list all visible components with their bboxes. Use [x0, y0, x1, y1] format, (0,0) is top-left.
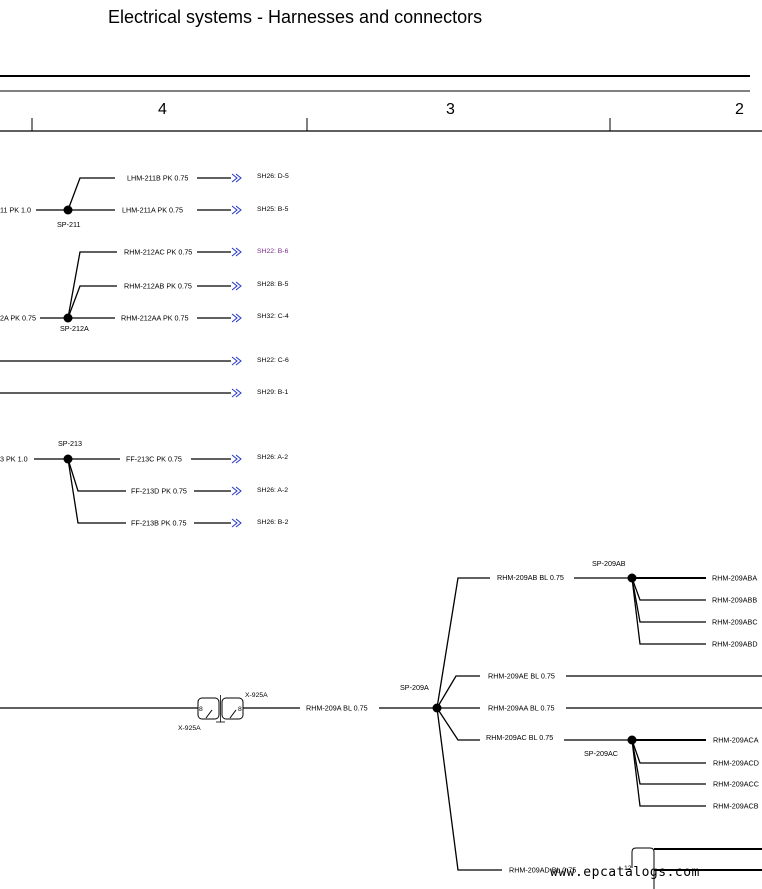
wire-label: RHM-212AC PK 0.75 [124, 248, 192, 257]
wire-label: RHM-209ACD [713, 759, 759, 768]
splice-group-sp-209ac: SP-209AC RHM-209ACA RHM-209ACD RHM-209AC… [584, 735, 759, 811]
splice-group-sp-209ab: SP-209AB RHM-209ABA RHM-209ABB RHM-209AB… [592, 559, 758, 649]
page-title: Electrical systems - Harnesses and conne… [108, 7, 482, 27]
wire-label: FF-213D PK 0.75 [131, 487, 187, 496]
sheet-reference[interactable]: SH26: D-5 [257, 173, 289, 180]
wire-label: FF-213C PK 0.75 [126, 455, 182, 464]
sheet-reference[interactable]: SH22: B-6 [257, 248, 289, 255]
sheet-reference[interactable]: SH26: A-2 [257, 487, 288, 494]
connector-x-925a: 8 8 X-925A X-925A [0, 692, 300, 732]
off-sheet-arrow-icon [231, 486, 242, 496]
wire-label: 11 PK 1.0 [0, 206, 31, 215]
sheet-reference[interactable]: SH26: B-2 [257, 519, 289, 526]
connector-pin-number: 8 [199, 706, 203, 713]
splice-label: SP-209A [400, 683, 429, 692]
sheet-reference[interactable]: SH25: B-5 [257, 206, 289, 213]
splice-group-sp-211: 11 PK 1.0 LHM-211B PK 0.75 LHM-211A PK 0… [0, 173, 289, 229]
sheet-reference[interactable]: SH22: C-6 [257, 357, 289, 364]
wire-label: LHM-211A PK 0.75 [122, 206, 183, 215]
zone-label-2: 2 [735, 101, 744, 118]
sheet-reference[interactable]: SH28: B-5 [257, 281, 289, 288]
watermark-text: www.epcatalogs.com [550, 865, 700, 880]
wire-label: RHM-209ABC [712, 618, 758, 627]
splice-node [63, 313, 73, 323]
splice-label: SP-211 [57, 220, 80, 229]
wire-label: RHM-209ACA [713, 736, 759, 745]
connector-label: X-925A [245, 692, 268, 699]
wire-label: RHM-209ACB [713, 802, 759, 811]
wire-label: RHM-212AB PK 0.75 [124, 282, 192, 291]
splice-node [63, 205, 73, 215]
sheet-reference[interactable]: SH26: A-2 [257, 454, 288, 461]
splice-group-sp-212a: 2A PK 0.75 RHM-212AC PK 0.75 RHM-212AB P… [0, 247, 289, 333]
splice-label: SP-209AC [584, 749, 618, 758]
splice-label: SP-212A [60, 324, 89, 333]
connector-label: X-925A [178, 725, 201, 732]
sheet-reference[interactable]: SH32: C-4 [257, 313, 289, 320]
wire-label: RHM-209ABA [712, 574, 757, 583]
wire-label: 3 PK 1.0 [0, 455, 28, 464]
off-sheet-arrow-icon [231, 356, 242, 366]
wire-label: RHM-209AE BL 0.75 [488, 672, 555, 681]
wire-label: RHM-209ABD [712, 640, 758, 649]
wire-label: RHM-212AA PK 0.75 [121, 314, 189, 323]
off-sheet-arrow-icon [231, 313, 242, 323]
off-sheet-arrow-icon [231, 454, 242, 464]
splice-group-sp-213: 3 PK 1.0 FF-213C PK 0.75 FF-213D PK 0.75… [0, 439, 289, 528]
zone-label-4: 4 [158, 101, 167, 118]
wire-label: LHM-211B PK 0.75 [127, 174, 188, 183]
connector-partial-bottom-right: 12 [624, 847, 762, 889]
off-sheet-arrow-icon [231, 388, 242, 398]
wire-label: RHM-209AC BL 0.75 [486, 733, 553, 742]
off-sheet-arrow-icon [231, 518, 242, 528]
wire-label: RHM-209A BL 0.75 [306, 704, 368, 713]
off-sheet-arrow-icon [231, 173, 242, 183]
off-sheet-arrow-icon [231, 205, 242, 215]
wire-label: 2A PK 0.75 [0, 314, 36, 323]
off-sheet-arrow-icon [231, 247, 242, 257]
splice-label: SP-209AB [592, 559, 626, 568]
wire-label: RHM-209AB BL 0.75 [497, 573, 564, 582]
wire-label: RHM-209ABB [712, 596, 757, 605]
wire-label: RHM-209AD BL 0.75 [509, 866, 576, 875]
off-sheet-arrow-icon [231, 281, 242, 291]
splice-label: SP-213 [58, 439, 82, 448]
wire-label: RHM-209AA BL 0.75 [488, 704, 554, 713]
connector-housing-left [197, 697, 220, 720]
zone-label-3: 3 [446, 101, 455, 118]
splice-node [63, 454, 73, 464]
through-wires: SH22: C-6 SH29: B-1 [0, 356, 289, 398]
connector-pin-number: 12 [624, 865, 632, 872]
wire-label: RHM-209ACC [713, 780, 759, 789]
splice-group-sp-209a: RHM-209A BL 0.75 SP-209A RHM-209AB BL 0.… [306, 573, 762, 875]
wire-label: FF-213B PK 0.75 [131, 519, 187, 528]
sheet-reference[interactable]: SH29: B-1 [257, 389, 289, 396]
connector-pin-number: 8 [238, 706, 242, 713]
